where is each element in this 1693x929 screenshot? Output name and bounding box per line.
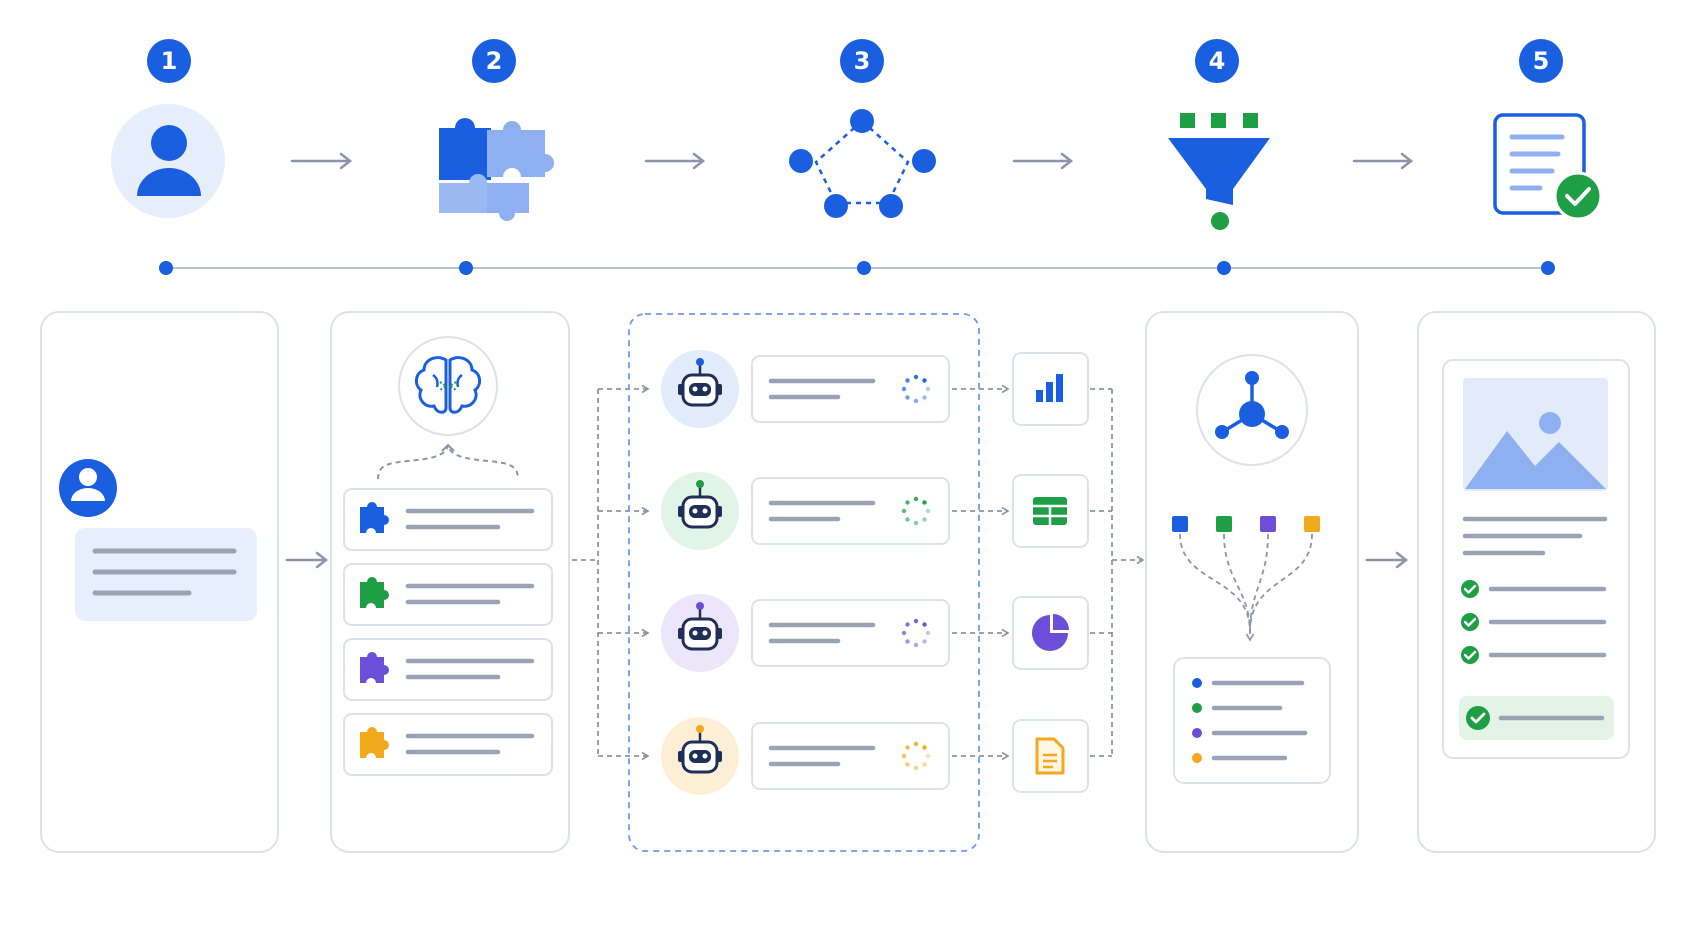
puzzle-piece-icon (360, 652, 389, 683)
loading-spinner-icon (901, 741, 931, 771)
robot-agent-icon (661, 594, 739, 672)
panel-aggregation (1145, 311, 1359, 853)
robot-agent-icon (661, 717, 739, 795)
merged-results-card (1173, 657, 1331, 784)
step-number-3: 3 (840, 39, 884, 83)
panel-user-request (40, 311, 279, 853)
loading-spinner-icon (901, 496, 931, 526)
step-3-network-graph-icon (789, 109, 936, 218)
agent-status-card (751, 599, 950, 667)
pie-chart-icon (1012, 596, 1089, 670)
user-avatar-icon (59, 459, 117, 517)
agent-lane-2 (661, 472, 1112, 550)
agent-status-card (751, 477, 950, 545)
step-5-approved-document-icon (1493, 113, 1603, 221)
result-chip-4 (1304, 516, 1320, 532)
check-item-3 (1461, 646, 1607, 664)
result-chip-2 (1216, 516, 1232, 532)
result-chip-3 (1260, 516, 1276, 532)
step-number-4: 4 (1195, 39, 1239, 83)
puzzle-piece-icon (360, 502, 389, 533)
agent-lane-3 (661, 594, 1112, 672)
step-1-user-icon (111, 104, 225, 218)
timeline (159, 261, 1555, 275)
puzzle-piece-icon (360, 577, 389, 608)
agent-lane-1 (661, 350, 1112, 428)
puzzle-piece-icon (360, 727, 389, 758)
robot-agent-icon (661, 472, 739, 550)
robot-agent-icon (661, 350, 739, 428)
agent-lane-4 (661, 717, 1112, 795)
parallel-agents-group (628, 313, 980, 852)
loading-spinner-icon (901, 374, 931, 404)
spreadsheet-icon (1012, 474, 1089, 548)
loading-spinner-icon (901, 618, 931, 648)
subtask-card-2 (343, 563, 553, 626)
document-icon (1012, 719, 1089, 793)
image-placeholder-icon (1463, 378, 1608, 491)
bar-chart-icon (1012, 352, 1089, 426)
brain-icon (398, 336, 498, 436)
step-number-2: 2 (472, 39, 516, 83)
step-2-puzzle-pieces-icon (439, 118, 554, 221)
check-item-2 (1461, 613, 1607, 631)
top-flow-arrows (290, 152, 1414, 170)
check-item-1 (1461, 580, 1607, 598)
hub-merge-icon (1196, 354, 1308, 466)
agent-status-card (751, 355, 950, 423)
step-4-funnel-filter-icon (1168, 113, 1270, 230)
step-number-5: 5 (1519, 39, 1563, 83)
subtask-card-3 (343, 638, 553, 701)
subtask-card-1 (343, 488, 553, 551)
subtask-card-4 (343, 713, 553, 776)
arrow-request-to-decompose (285, 551, 329, 569)
step-number-1: 1 (147, 39, 191, 83)
arrow-aggregate-to-final (1365, 551, 1409, 569)
panel-final-output (1417, 311, 1656, 853)
agent-status-card (751, 722, 950, 790)
result-chip-1 (1172, 516, 1188, 532)
